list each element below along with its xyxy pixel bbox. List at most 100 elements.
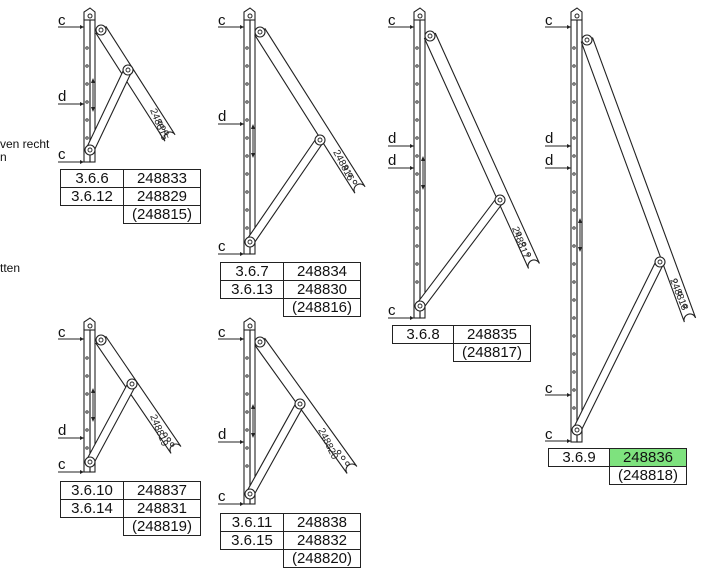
pivot-pin bbox=[247, 491, 253, 497]
rail-hole bbox=[245, 64, 249, 68]
item-number-cell: 3.6.14 bbox=[60, 499, 124, 518]
article-number-cell: (248815) bbox=[123, 205, 201, 224]
stay-brace bbox=[416, 196, 504, 310]
rail-cap-hole bbox=[247, 13, 253, 19]
dimension-label-d: d bbox=[388, 152, 397, 169]
pivot-pin bbox=[257, 339, 263, 345]
leader-arrow bbox=[240, 122, 244, 126]
slide-arrow-head bbox=[421, 185, 425, 190]
stay-brace bbox=[572, 259, 665, 433]
pivot-ring bbox=[571, 424, 583, 436]
dimension-label-c: c bbox=[545, 380, 553, 397]
stay-arm bbox=[423, 32, 540, 269]
pivot-pin bbox=[125, 67, 131, 73]
arm-hole bbox=[526, 252, 532, 257]
leader-arrow bbox=[80, 102, 84, 106]
rail-cap bbox=[570, 7, 583, 20]
stay-248820: 248820 bbox=[218, 317, 358, 506]
stay-brace bbox=[245, 136, 325, 246]
rail-hole bbox=[245, 410, 249, 414]
rail-hole bbox=[245, 392, 249, 396]
arm-hole bbox=[166, 437, 172, 442]
leader-arrow bbox=[80, 160, 84, 164]
rail-hole bbox=[245, 136, 249, 140]
rail-hole bbox=[415, 46, 419, 50]
arm-hole bbox=[163, 432, 168, 437]
rail-hole bbox=[85, 136, 89, 140]
leader-arrow bbox=[240, 502, 244, 506]
pivot-pin bbox=[427, 33, 433, 39]
rail-bar bbox=[243, 329, 251, 505]
leader-arrow bbox=[567, 144, 571, 148]
pivot-ring bbox=[126, 378, 138, 390]
rail-hole bbox=[85, 118, 89, 122]
dimension-label-c: c bbox=[218, 238, 226, 255]
rail-cap bbox=[243, 7, 256, 20]
item-number-cell bbox=[61, 518, 124, 536]
article-number-cell: 248836 bbox=[609, 448, 687, 467]
arm-hole bbox=[673, 278, 678, 284]
article-number-cell: 248829 bbox=[123, 187, 201, 206]
rail-cap bbox=[83, 7, 96, 20]
pivot-ring bbox=[424, 30, 436, 42]
stay-arm bbox=[95, 335, 182, 454]
arm-hole bbox=[682, 303, 688, 309]
dimension-label-c: c bbox=[388, 302, 396, 319]
pivot-ring bbox=[581, 34, 593, 46]
stay-arm bbox=[254, 28, 366, 194]
arm-hole bbox=[164, 130, 169, 135]
arm-hole bbox=[343, 165, 349, 171]
pivot-pin bbox=[257, 29, 263, 35]
item-number-cell: 3.6.7 bbox=[220, 262, 284, 281]
dimension-label-c: c bbox=[545, 426, 553, 443]
rail-hole bbox=[245, 46, 249, 50]
rail-hole bbox=[572, 172, 576, 176]
pivot-ring bbox=[254, 26, 266, 38]
rail-hole bbox=[415, 190, 419, 194]
slide-arrow-head bbox=[251, 124, 255, 129]
pivot-ring bbox=[95, 24, 107, 36]
rail-hole bbox=[572, 136, 576, 140]
rail-cap-hole bbox=[247, 323, 253, 329]
dimension-label-d: d bbox=[388, 130, 397, 147]
pivot-pin bbox=[98, 27, 104, 33]
rail-hole bbox=[415, 64, 419, 68]
rail-hole bbox=[85, 356, 89, 360]
item-number-cell bbox=[221, 550, 284, 568]
rail-bar bbox=[83, 329, 91, 473]
article-number-cell: (248820) bbox=[283, 549, 361, 568]
rail-hole bbox=[572, 388, 576, 392]
arm-hole bbox=[161, 125, 166, 130]
article-number-cell: 248830 bbox=[283, 280, 361, 299]
stay-248819: 248819 bbox=[58, 317, 182, 474]
rail-hole bbox=[85, 64, 89, 68]
arm-hole bbox=[521, 241, 527, 247]
stay-248816: 248816 bbox=[218, 7, 366, 256]
dimension-label-c: c bbox=[545, 12, 553, 29]
leader-arrow bbox=[410, 166, 414, 170]
rail-hole bbox=[572, 226, 576, 230]
dimension-label-d: d bbox=[545, 130, 554, 147]
rail-hole bbox=[85, 446, 89, 450]
rail-bar bbox=[576, 19, 583, 443]
rail-hole bbox=[245, 356, 249, 360]
rail-bar bbox=[89, 19, 96, 163]
rail-hole bbox=[245, 208, 249, 212]
rail-hole bbox=[415, 226, 419, 230]
slide-arrow-head bbox=[91, 78, 95, 83]
item-number-cell bbox=[393, 344, 454, 362]
leader-arrow bbox=[80, 436, 84, 440]
rail-hole bbox=[85, 392, 89, 396]
dimension-label-c: c bbox=[218, 488, 226, 505]
pivot-pin bbox=[297, 401, 303, 407]
rail-hole bbox=[415, 208, 419, 212]
pivot-ring bbox=[254, 336, 266, 348]
pivot-pin bbox=[247, 239, 253, 245]
table-row: (248816) bbox=[221, 298, 361, 317]
rail-hole bbox=[85, 428, 89, 432]
